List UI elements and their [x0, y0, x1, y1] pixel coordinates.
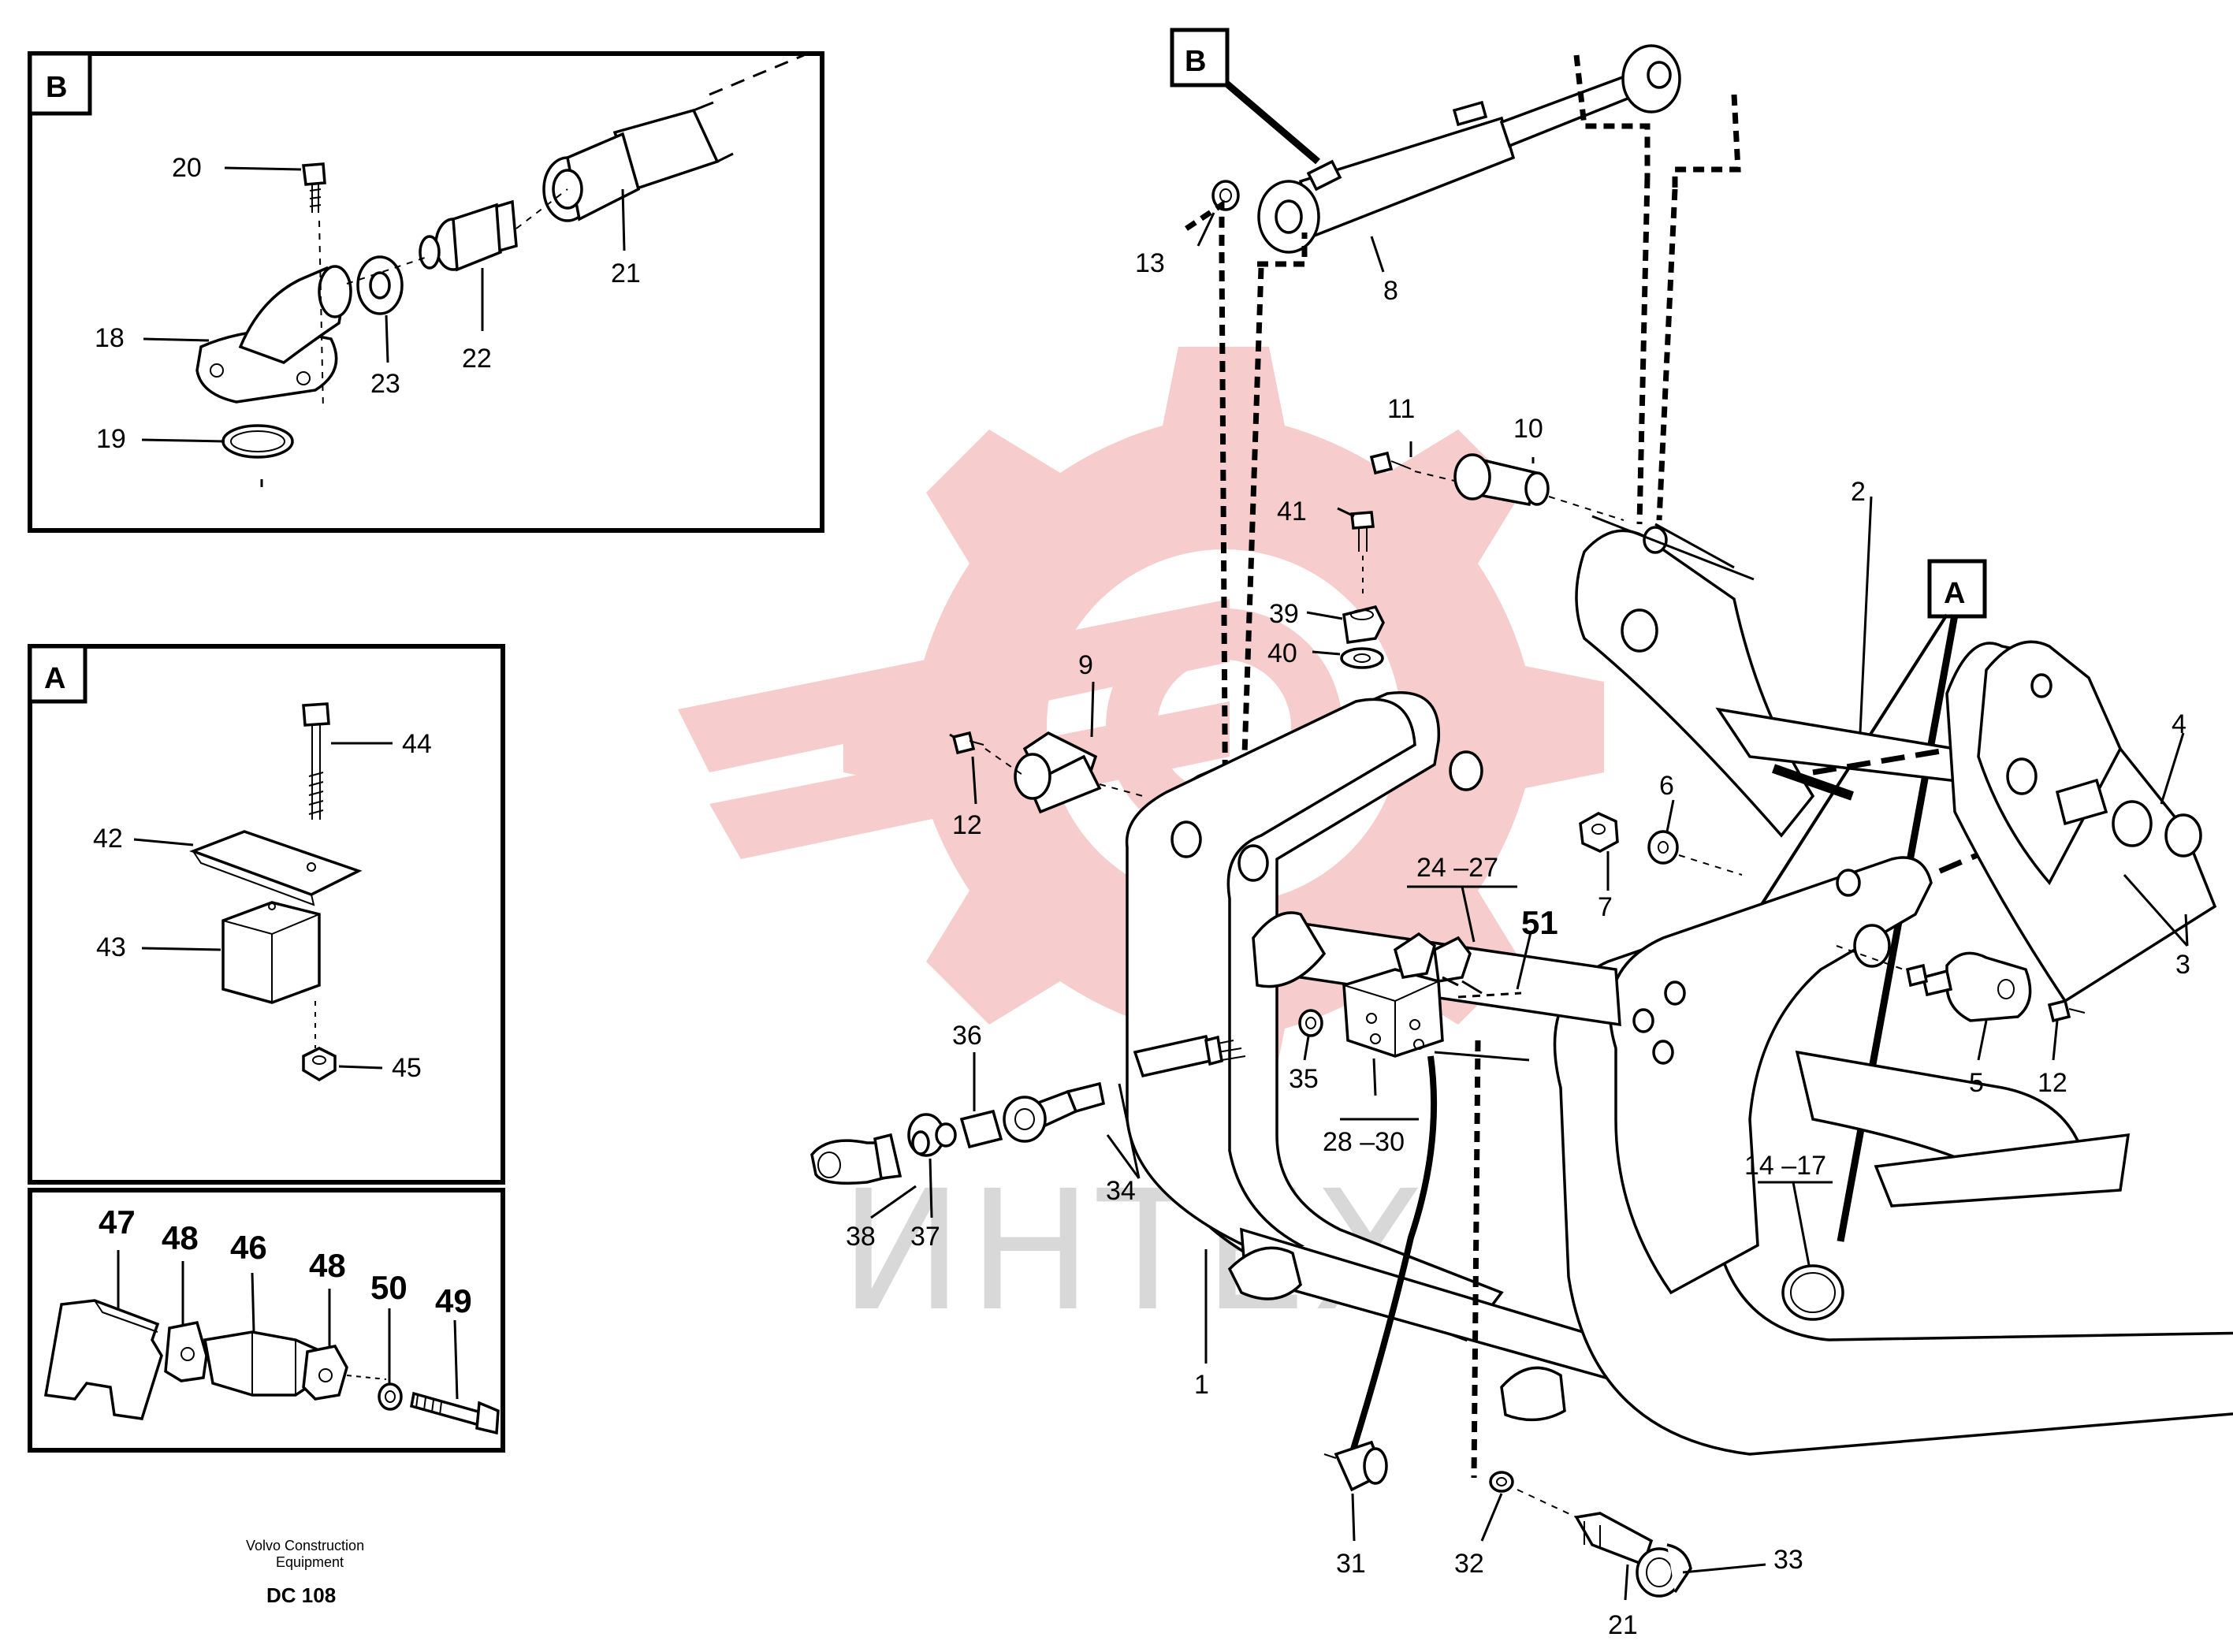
label-46: 46 — [230, 1229, 267, 1266]
label-12-right: 12 — [2038, 1068, 2067, 1098]
label-13: 13 — [1135, 248, 1165, 278]
label-23: 23 — [370, 369, 400, 399]
label-19: 19 — [96, 424, 126, 454]
label-21: 21 — [611, 259, 641, 288]
label-51: 51 — [1521, 904, 1558, 941]
label-9: 9 — [1078, 650, 1093, 680]
label-31: 31 — [1336, 1549, 1366, 1579]
label-10: 10 — [1513, 414, 1543, 444]
label-35: 35 — [1289, 1064, 1319, 1094]
label-34: 34 — [1106, 1176, 1136, 1206]
inset-a-tag: A — [44, 662, 65, 695]
label-7: 7 — [1598, 892, 1613, 922]
footer-code: DC 108 — [266, 1583, 336, 1607]
main-tag-b: B — [1185, 45, 1206, 78]
label-33: 33 — [1773, 1545, 1803, 1575]
label-14-17: 14 –17 — [1744, 1151, 1826, 1181]
label-21-bottom: 21 — [1608, 1610, 1638, 1640]
label-39: 39 — [1269, 599, 1299, 629]
footer-line-1: Volvo Construction — [246, 1538, 364, 1553]
label-18: 18 — [95, 323, 125, 353]
label-22: 22 — [462, 344, 492, 374]
label-5: 5 — [1969, 1068, 1984, 1098]
label-49: 49 — [435, 1282, 472, 1319]
footer: Volvo Construction Equipment DC 108 — [246, 1538, 364, 1607]
label-11: 11 — [1387, 394, 1415, 424]
label-40: 40 — [1267, 638, 1297, 668]
label-3: 3 — [2175, 950, 2190, 980]
label-20: 20 — [172, 153, 202, 183]
main-tag-a: A — [1944, 577, 1965, 610]
label-6: 6 — [1659, 771, 1674, 801]
inset-b: B 20 21 18 — [28, 51, 824, 533]
inset-c: 47 48 46 48 50 49 — [28, 1188, 505, 1453]
label-37: 37 — [910, 1222, 940, 1252]
label-24-27: 24 –27 — [1416, 853, 1498, 883]
label-36: 36 — [952, 1021, 982, 1051]
label-44: 44 — [402, 729, 432, 759]
label-42: 42 — [93, 824, 123, 854]
label-38: 38 — [846, 1222, 876, 1252]
footer-line-2: Equipment — [276, 1554, 344, 1570]
inset-a: A 44 42 43 45 — [28, 644, 505, 1185]
inset-b-tag: B — [46, 71, 67, 104]
main-assembly: B A — [810, 28, 2233, 1640]
label-4: 4 — [2172, 709, 2186, 739]
label-32: 32 — [1454, 1549, 1484, 1579]
label-12-left: 12 — [952, 810, 982, 840]
label-43: 43 — [96, 932, 126, 962]
label-41: 41 — [1277, 497, 1307, 526]
label-1: 1 — [1194, 1370, 1209, 1400]
label-48-right: 48 — [309, 1247, 346, 1284]
label-47: 47 — [99, 1204, 136, 1241]
label-8: 8 — [1383, 276, 1398, 306]
label-28-30: 28 –30 — [1323, 1127, 1405, 1157]
label-50: 50 — [370, 1269, 408, 1306]
label-45: 45 — [392, 1053, 422, 1083]
label-48-left: 48 — [162, 1219, 199, 1256]
label-2: 2 — [1851, 477, 1866, 507]
